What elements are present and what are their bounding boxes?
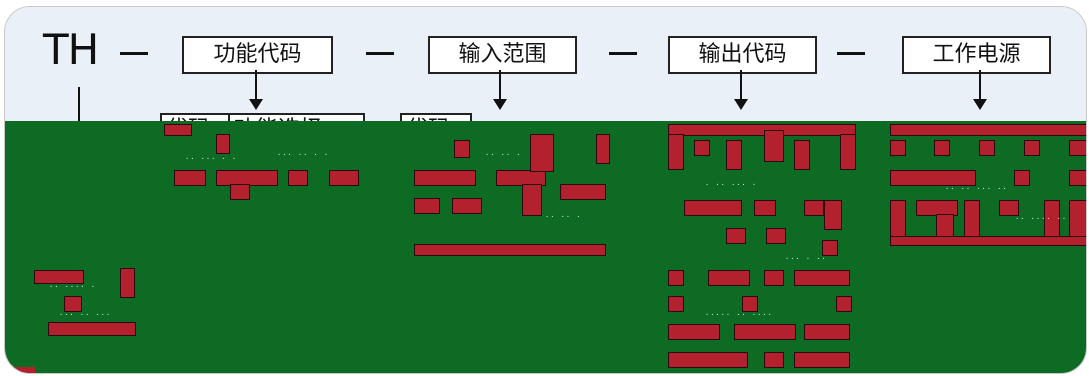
corrupted-block: [1014, 170, 1030, 186]
corrupted-block: [979, 140, 995, 156]
separator-dash: [837, 52, 865, 55]
arrow-input-range: [493, 70, 507, 110]
corrupted-block: [164, 124, 192, 136]
model-code-header: TH 功能代码 输入范围 输出代码 工作电源 代码 功能选择 代码: [5, 7, 1086, 129]
corrupted-block: [120, 268, 135, 298]
separator-dash: [609, 52, 637, 55]
corrupted-block: [836, 296, 852, 312]
arrow-power-supply: [973, 70, 987, 110]
corrupted-block: [999, 200, 1019, 216]
corrupted-block: [452, 198, 482, 214]
corrupted-block: [230, 184, 250, 200]
corrupted-block: [742, 296, 758, 312]
corrupted-block: [522, 184, 542, 216]
noise-dots: · ·· ··· ·: [705, 181, 758, 189]
corrupted-block: [668, 270, 684, 286]
corrupted-block: [890, 124, 1086, 136]
noise-dots: ·· ···· ·: [49, 283, 96, 291]
corrupted-block: [794, 140, 810, 170]
corrupted-block: [454, 140, 470, 158]
corrupted-block: [804, 324, 850, 340]
corrupted-block: [934, 140, 950, 156]
separator-dash: [366, 52, 394, 55]
corrupted-block: [5, 367, 35, 373]
arrow-function-code: [249, 70, 263, 110]
noise-dots: ·· ·· ·: [485, 151, 522, 159]
field-box-function-code: 功能代码: [182, 36, 333, 74]
corrupted-block: [530, 134, 554, 172]
corrupted-block: [1069, 170, 1086, 186]
corrupted-block: [840, 134, 856, 170]
corrupted-block: [764, 130, 784, 162]
corrupted-block: [684, 200, 742, 216]
corrupted-block: [1069, 200, 1086, 238]
noise-dots: ·· ··· · ·: [185, 155, 238, 163]
noise-dots: ··· · ··: [785, 255, 827, 263]
corrupted-block: [804, 200, 824, 216]
prefix-connector-line: [78, 87, 80, 123]
corrupted-block: [560, 184, 606, 200]
corrupted-block: [34, 270, 84, 284]
corrupted-block: [668, 134, 684, 170]
noise-dots: ·· ···· ··: [1015, 215, 1068, 223]
corrupted-block: [824, 200, 842, 230]
corrupted-block: [734, 324, 796, 340]
corrupted-block: [1069, 140, 1086, 156]
corrupted-block: [596, 134, 610, 164]
corrupted-block: [766, 228, 786, 244]
corrupted-block: [964, 200, 980, 238]
corrupted-block: [1044, 200, 1060, 238]
corrupted-block: [694, 140, 710, 156]
corrupted-block: [890, 200, 906, 238]
noise-dots: ··· ·· · ·: [277, 151, 330, 159]
corrupted-block: [890, 140, 906, 156]
diagram-card: TH 功能代码 输入范围 输出代码 工作电源 代码 功能选择 代码: [4, 6, 1087, 374]
corrupted-table-region: ·· ···· · ··· ·· ··· ·· ··· · · ··· ·· ·…: [5, 121, 1086, 373]
corrupted-block: [890, 236, 1086, 246]
corrupted-block: [329, 170, 359, 186]
corrupted-block: [668, 324, 720, 340]
corrupted-block: [668, 124, 856, 136]
corrupted-block: [726, 140, 742, 170]
noise-dots: ····· ·· ····: [705, 311, 773, 319]
corrupted-block: [216, 170, 278, 186]
field-box-input-range: 输入范围: [428, 36, 577, 74]
corrupted-block: [726, 228, 746, 244]
field-box-power-supply: 工作电源: [902, 36, 1051, 74]
corrupted-block: [496, 170, 546, 186]
corrupted-block: [794, 352, 850, 368]
arrow-output-code: [734, 70, 748, 110]
noise-dots: ·· ·· ·: [545, 213, 582, 221]
corrupted-block: [48, 322, 136, 336]
corrupted-block: [414, 198, 440, 214]
corrupted-block: [668, 296, 684, 312]
corrupted-block: [764, 352, 784, 368]
corrupted-block: [64, 296, 82, 312]
corrupted-block: [794, 270, 850, 286]
noise-dots: ··· ·· ···: [59, 311, 112, 319]
field-box-output-code: 输出代码: [668, 36, 817, 74]
corrupted-block: [414, 170, 476, 186]
corrupted-block: [764, 270, 784, 286]
model-prefix: TH: [43, 25, 99, 74]
corrupted-block: [916, 200, 958, 216]
corrupted-block: [414, 244, 606, 256]
corrupted-block: [708, 270, 750, 286]
separator-dash: [120, 52, 148, 55]
corrupted-block: [1024, 140, 1040, 156]
corrupted-block: [936, 214, 954, 238]
corrupted-block: [216, 134, 230, 154]
corrupted-block: [890, 170, 976, 186]
corrupted-block: [668, 352, 748, 368]
corrupted-block: [174, 170, 206, 186]
noise-dots: ·· ·· ··· ··: [945, 185, 1008, 193]
corrupted-block: [754, 200, 776, 216]
corrupted-block: [288, 170, 308, 186]
corrupted-block: [822, 240, 838, 256]
